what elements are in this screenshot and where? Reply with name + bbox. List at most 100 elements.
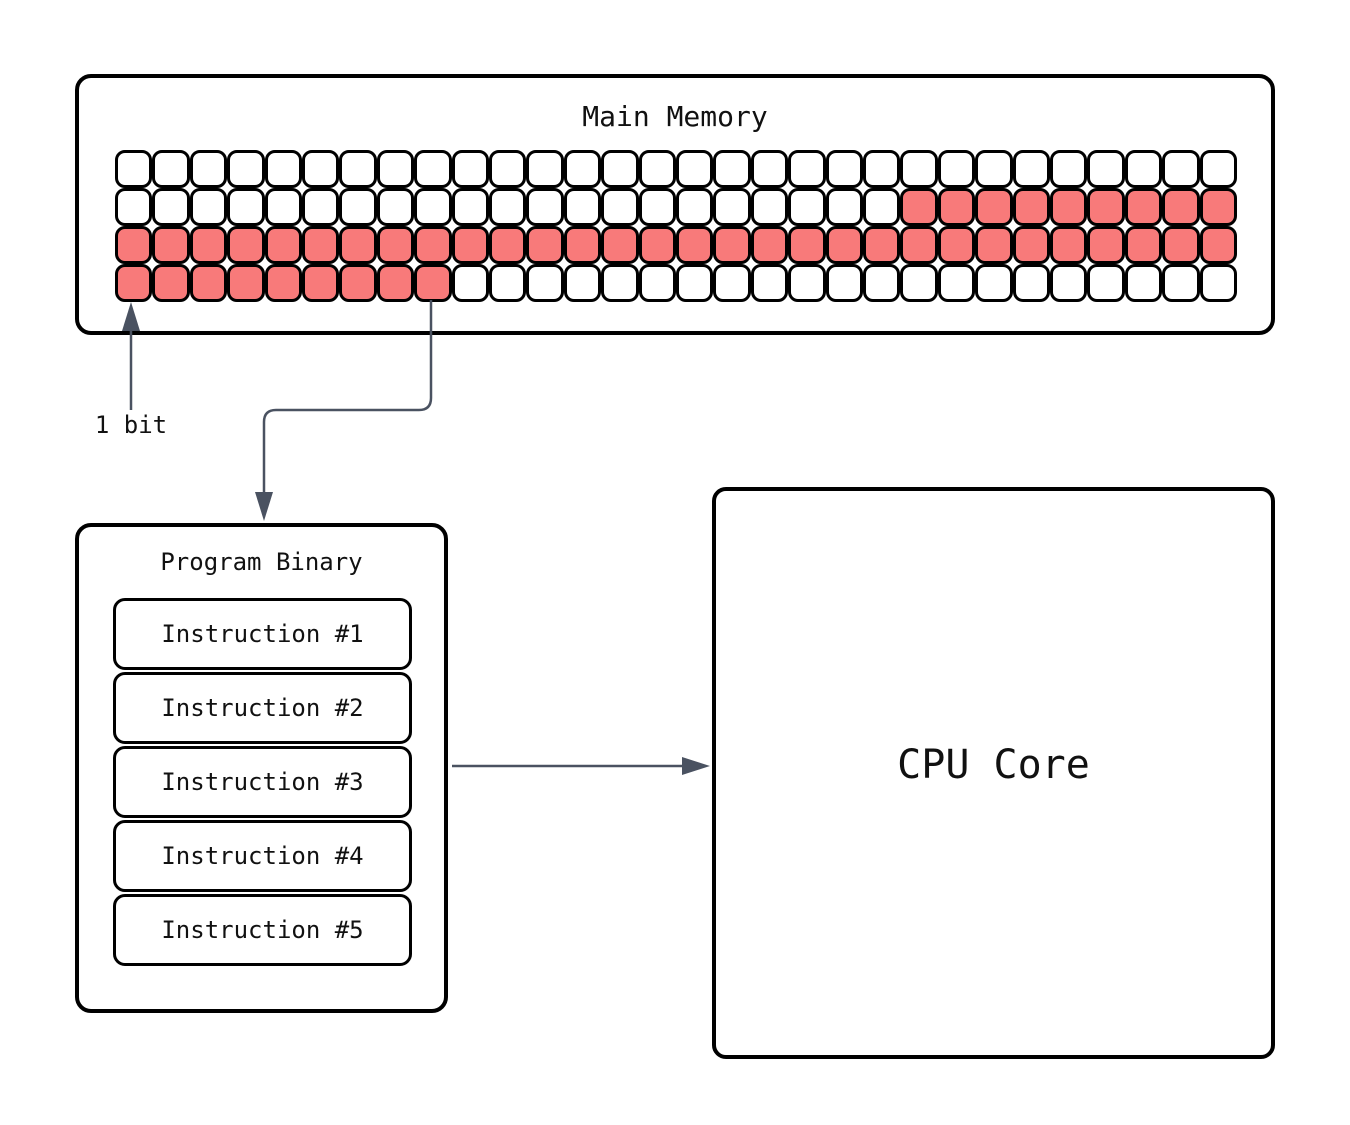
memory-bit-clear [1012, 150, 1050, 188]
memory-bit-set [1087, 226, 1125, 264]
memory-bit-clear [788, 264, 826, 302]
memory-bit-set [1050, 226, 1088, 264]
memory-bit-clear [451, 188, 489, 226]
memory-bit-set [788, 226, 826, 264]
memory-bit-clear [115, 188, 153, 226]
cpu-core-title: CPU Core [897, 742, 1090, 788]
memory-bit-clear [676, 188, 714, 226]
memory-bit-set [676, 226, 714, 264]
instruction-row: Instruction #4 [113, 820, 412, 892]
memory-bit-set [414, 264, 452, 302]
memory-bit-set [302, 264, 340, 302]
memory-bit-clear [489, 150, 527, 188]
memory-bit-clear [189, 188, 228, 226]
memory-bit-clear [750, 150, 789, 188]
memory-bit-set [1124, 188, 1163, 226]
memory-bit-clear [601, 188, 639, 226]
memory-bit-set [152, 264, 190, 302]
memory-bit-clear [825, 264, 863, 302]
memory-bit-clear [601, 150, 639, 188]
memory-bit-set [1199, 226, 1237, 264]
memory-bit-clear [489, 264, 527, 302]
memory-bit-set [302, 226, 340, 264]
memory-bit-clear [1050, 150, 1088, 188]
memory-bit-set [414, 226, 452, 264]
memory-bit-clear [1124, 264, 1163, 302]
main-memory-box: Main Memory [75, 74, 1275, 335]
memory-bit-set [115, 264, 153, 302]
memory-bit-set [526, 226, 564, 264]
memory-bit-set [1050, 188, 1088, 226]
memory-bit-clear [1162, 150, 1200, 188]
memory-bit-clear [563, 150, 602, 188]
memory-bit-clear [1087, 150, 1125, 188]
memory-bit-clear [489, 188, 527, 226]
memory-bit-clear [152, 188, 190, 226]
memory-bit-clear [638, 188, 676, 226]
memory-bit-clear [563, 188, 602, 226]
program-to-cpu-arrow [452, 757, 710, 775]
memory-bit-clear [152, 150, 190, 188]
memory-bit-clear [750, 188, 789, 226]
memory-bit-clear [713, 188, 751, 226]
memory-bit-set [1162, 188, 1200, 226]
memory-bit-clear [750, 264, 789, 302]
memory-bit-clear [713, 264, 751, 302]
memory-bit-clear [414, 188, 452, 226]
memory-bit-clear [376, 188, 415, 226]
memory-bit-set [227, 264, 265, 302]
memory-bit-set [601, 226, 639, 264]
memory-bit-set [975, 226, 1013, 264]
memory-bit-clear [975, 264, 1013, 302]
memory-bit-clear [676, 150, 714, 188]
instruction-row: Instruction #3 [113, 746, 412, 818]
memory-bit-set [1124, 226, 1163, 264]
memory-bit-clear [115, 150, 153, 188]
memory-bit-clear [638, 150, 676, 188]
memory-bit-set [264, 226, 302, 264]
memory-bit-clear [1124, 150, 1163, 188]
memory-bit-clear [863, 264, 901, 302]
memory-bit-clear [302, 188, 340, 226]
memory-bit-set [264, 264, 302, 302]
memory-bit-set [975, 188, 1013, 226]
memory-bit-clear [937, 150, 976, 188]
memory-bit-clear [563, 264, 602, 302]
memory-bit-clear [227, 188, 265, 226]
memory-bit-clear [638, 264, 676, 302]
memory-bit-set [750, 226, 789, 264]
memory-bit-clear [1050, 264, 1088, 302]
memory-bit-clear [975, 150, 1013, 188]
memory-bit-set [376, 226, 415, 264]
memory-bit-set [376, 264, 415, 302]
memory-bit-set [1012, 226, 1050, 264]
memory-bit-clear [526, 188, 564, 226]
memory-bit-clear [189, 150, 228, 188]
memory-bit-clear [339, 150, 377, 188]
one-bit-label: 1 bit [94, 411, 168, 439]
memory-bit-set [563, 226, 602, 264]
memory-bit-clear [1087, 264, 1125, 302]
memory-bit-clear [713, 150, 751, 188]
memory-bit-set [863, 226, 901, 264]
memory-bit-clear [1199, 150, 1237, 188]
memory-bit-set [638, 226, 676, 264]
memory-bit-set [227, 226, 265, 264]
memory-bit-clear [526, 264, 564, 302]
memory-bit-set [1087, 188, 1125, 226]
memory-bit-clear [788, 188, 826, 226]
memory-bit-clear [264, 150, 302, 188]
memory-bit-clear [825, 188, 863, 226]
memory-bit-set [900, 188, 938, 226]
memory-bit-set [339, 226, 377, 264]
memory-bit-set [1012, 188, 1050, 226]
memory-bit-set [1162, 226, 1200, 264]
memory-bit-set [937, 188, 976, 226]
memory-bit-set [189, 264, 228, 302]
memory-bit-clear [900, 150, 938, 188]
memory-bit-clear [451, 264, 489, 302]
memory-bit-set [115, 226, 153, 264]
memory-bit-clear [264, 188, 302, 226]
